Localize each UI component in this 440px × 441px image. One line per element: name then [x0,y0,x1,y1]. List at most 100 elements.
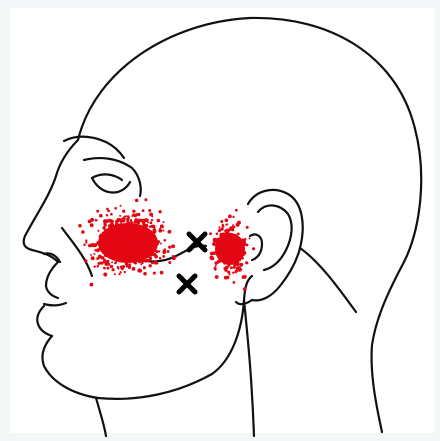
pain-dot [108,224,112,228]
pain-dot [224,276,228,280]
pain-dot [114,273,116,275]
pain-dot [122,219,125,222]
pain-dot [227,271,230,274]
pain-dot [133,225,135,227]
pain-dot [116,255,120,259]
pain-dot [99,261,102,264]
pain-dot [143,220,146,223]
pain-dot [143,266,146,269]
pain-dot [220,257,223,260]
pain-dot [125,215,127,217]
pain-dot [222,225,225,228]
pain-dot [120,205,122,207]
pain-dot [124,242,127,245]
pain-dot [132,234,135,237]
pain-dot [105,262,109,266]
brow-ridge [64,137,124,158]
pain-dot [233,281,236,284]
pain-dot [229,274,231,276]
pain-dot [220,246,223,249]
pain-dot [103,219,107,223]
pain-dot [149,257,152,260]
pain-dot [149,221,152,224]
pain-dot [102,231,106,235]
pain-dot [93,253,95,255]
pain-dot [134,229,137,232]
pain-dot [240,263,244,267]
pain-dot [124,271,126,273]
pain-dot [134,240,136,242]
pain-dot [168,261,171,264]
pain-dot [136,246,140,250]
pain-dot [116,252,119,255]
pain-dot [120,245,123,248]
ear-tragus [250,234,262,260]
pain-dot [114,207,117,210]
forehead-line [56,140,78,176]
pain-dot [235,234,237,236]
pain-dot [239,259,241,261]
pain-dot [225,218,229,222]
pain-dot [220,220,223,223]
pain-dot [141,241,143,243]
pain-dot [149,264,152,267]
pain-dot [153,238,156,241]
pain-dot [231,228,234,231]
pain-dot [237,233,240,236]
pain-dot [144,228,147,231]
chin-line [42,336,98,398]
pain-dot [232,224,234,226]
pain-dot [105,245,108,248]
pain-dot [243,251,247,255]
pain-dot [218,226,220,228]
pain-dot [110,243,113,246]
pain-dot [252,247,255,250]
pain-dot [144,198,147,201]
pain-dot [235,269,238,272]
pain-dot [116,219,119,222]
pain-dot [217,242,220,245]
trigger-point-lower [179,276,195,292]
pain-dot [217,254,219,256]
pain-dot [230,266,233,269]
pain-dot [123,251,126,254]
pain-dot [216,248,218,250]
pain-dot [160,271,164,275]
pain-dot [149,243,151,245]
pain-dot [220,227,223,230]
pain-dot [117,266,119,268]
pain-dot [111,250,114,253]
pain-dot [168,230,172,234]
pain-dot [136,250,140,254]
pain-dot [108,237,111,240]
pain-dot [90,254,92,256]
pain-dot [85,241,87,243]
pain-dot [117,225,120,228]
pain-dot [153,272,156,275]
pain-dot [242,275,246,279]
pain-dot [162,229,164,231]
pain-dot [232,272,234,274]
pain-dot [131,247,134,250]
nape-line [300,248,356,312]
pain-dot [83,243,86,246]
pain-dot [121,218,123,220]
pain-dot [110,222,113,225]
pain-dot [157,219,161,223]
pain-dot [93,265,95,267]
pain-dot [103,258,106,261]
pain-dot [136,225,139,228]
pain-dot [112,235,115,238]
pain-dot [135,199,138,202]
pain-dot [238,248,240,250]
pain-dot [241,257,243,259]
pain-dot [137,269,141,273]
pain-dot [237,244,239,246]
pain-dot [139,243,142,246]
pain-dot [110,213,113,216]
pain-dot [160,242,162,244]
pain-dot [120,255,122,257]
pain-dot [149,230,152,233]
pain-dot [120,271,122,273]
